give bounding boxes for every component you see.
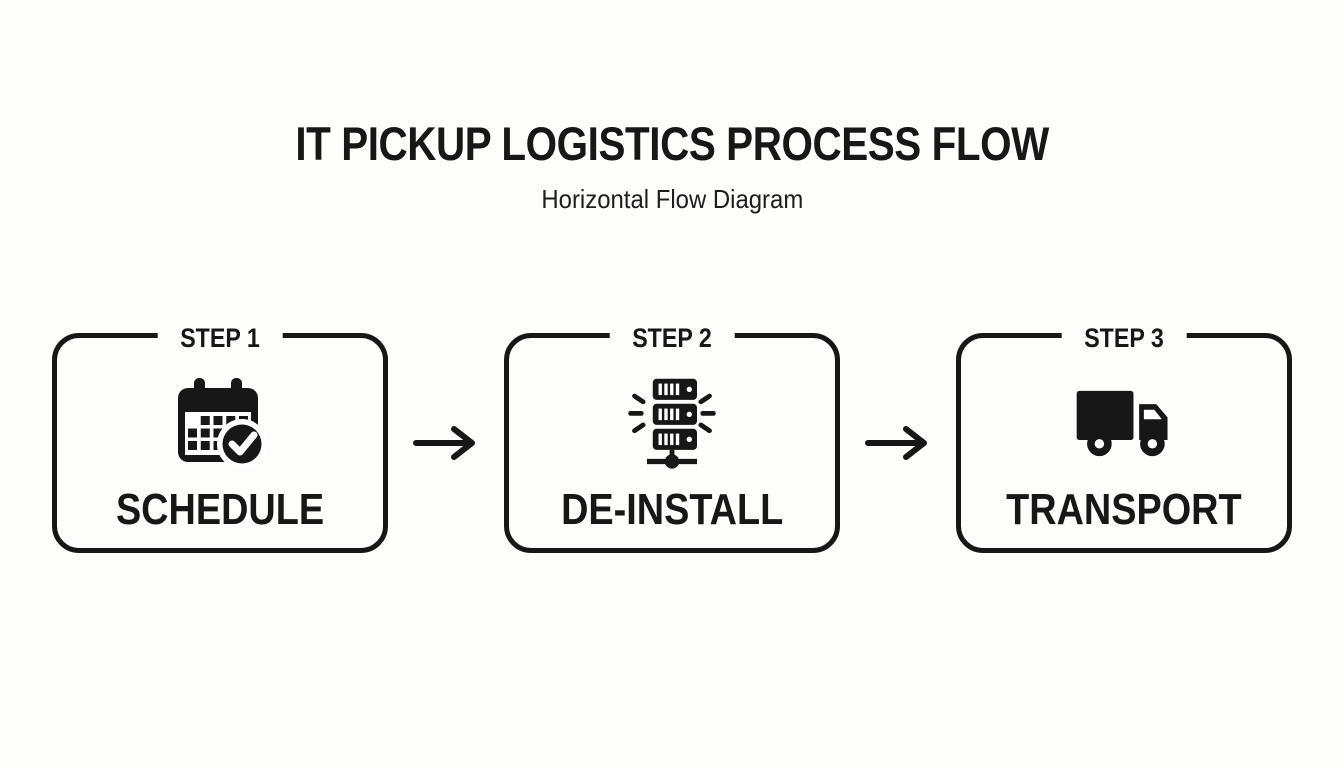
- step-label: STEP 2: [609, 323, 735, 353]
- step-name: SCHEDULE: [99, 488, 341, 532]
- step-name-text: DE-INSTALL: [560, 485, 784, 534]
- step-name: DE-INSTALL: [543, 488, 801, 532]
- step-label: STEP 1: [157, 323, 283, 353]
- step-name: TRANSPORT: [987, 488, 1261, 532]
- step-label-text: STEP 3: [1084, 323, 1164, 353]
- step-label-text: STEP 1: [180, 323, 260, 353]
- process-flow: STEP 1: [0, 323, 1344, 553]
- step-label: STEP 3: [1061, 323, 1187, 353]
- step-label-text: STEP 2: [632, 323, 712, 353]
- page-title: IT PICKUP LOGISTICS PROCESS FLOW: [0, 120, 1344, 167]
- diagram-header: IT PICKUP LOGISTICS PROCESS FLOW Horizon…: [0, 0, 1344, 215]
- step-box-schedule: STEP 1: [52, 323, 388, 553]
- page-subtitle-text: Horizontal Flow Diagram: [541, 184, 803, 214]
- calendar-check-icon: [170, 372, 270, 474]
- page-title-text: IT PICKUP LOGISTICS PROCESS FLOW: [295, 117, 1049, 170]
- step-box-deinstall: STEP 2: [504, 323, 840, 553]
- diagram-page: IT PICKUP LOGISTICS PROCESS FLOW Horizon…: [0, 0, 1344, 553]
- page-subtitle: Horizontal Flow Diagram: [0, 184, 1344, 215]
- flow-arrow-icon: [840, 421, 956, 465]
- step-name-text: SCHEDULE: [115, 485, 325, 534]
- step-box-transport: STEP 3 TRANSPORT: [956, 323, 1292, 553]
- server-disconnect-icon: [622, 372, 722, 474]
- step-name-text: TRANSPORT: [1006, 485, 1242, 534]
- flow-arrow-icon: [388, 421, 504, 465]
- truck-icon: [1071, 372, 1177, 474]
